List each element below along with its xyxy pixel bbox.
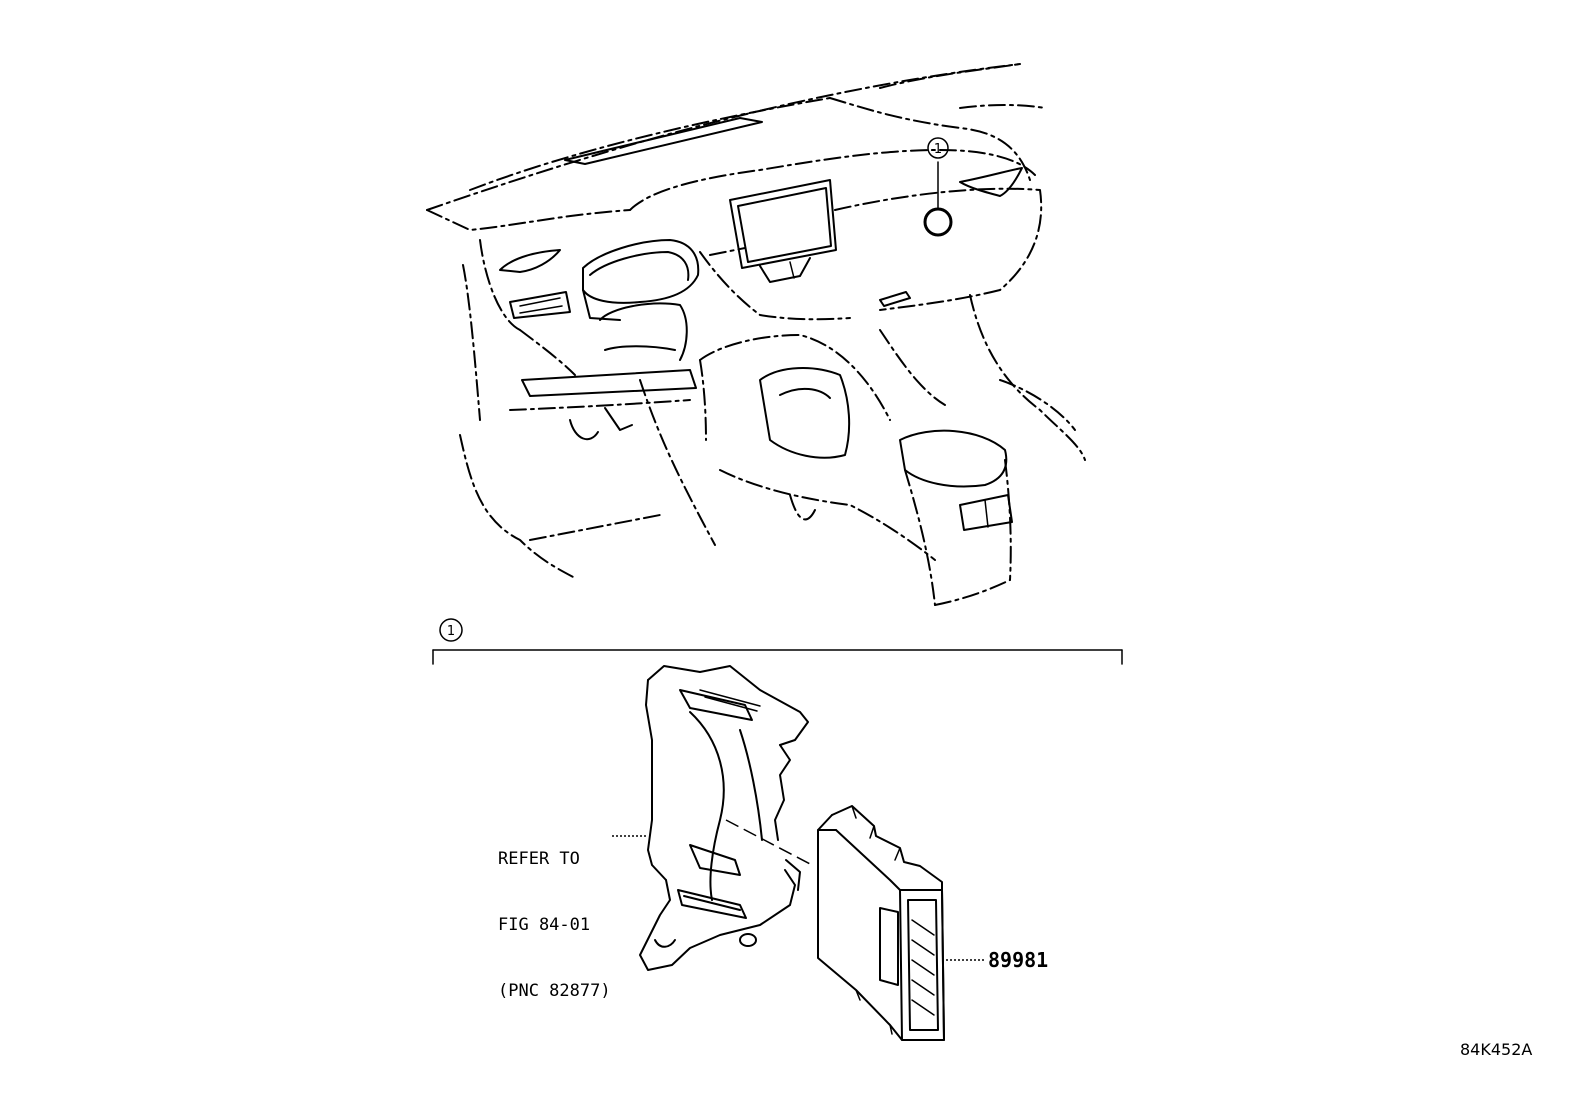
reference-note-line3: (PNC 82877) <box>498 981 611 1001</box>
figure-id: 84K452A <box>1460 1040 1533 1059</box>
reference-note: REFER TO FIG 84-01 (PNC 82877) <box>498 804 611 1024</box>
ecu-bracket <box>639 665 809 971</box>
assembly-center-line <box>725 819 813 866</box>
location-callout-number: 1 <box>934 142 942 157</box>
reference-note-line1: REFER TO <box>498 849 580 869</box>
group-callout-number: 1 <box>447 624 455 639</box>
part-number-label[interactable]: 89981 <box>988 948 1049 972</box>
dashboard-illustration <box>426 63 1086 606</box>
group-bracket <box>432 618 1123 665</box>
reference-note-line2: FIG 84-01 <box>498 915 591 935</box>
ecu-module <box>817 805 945 1041</box>
